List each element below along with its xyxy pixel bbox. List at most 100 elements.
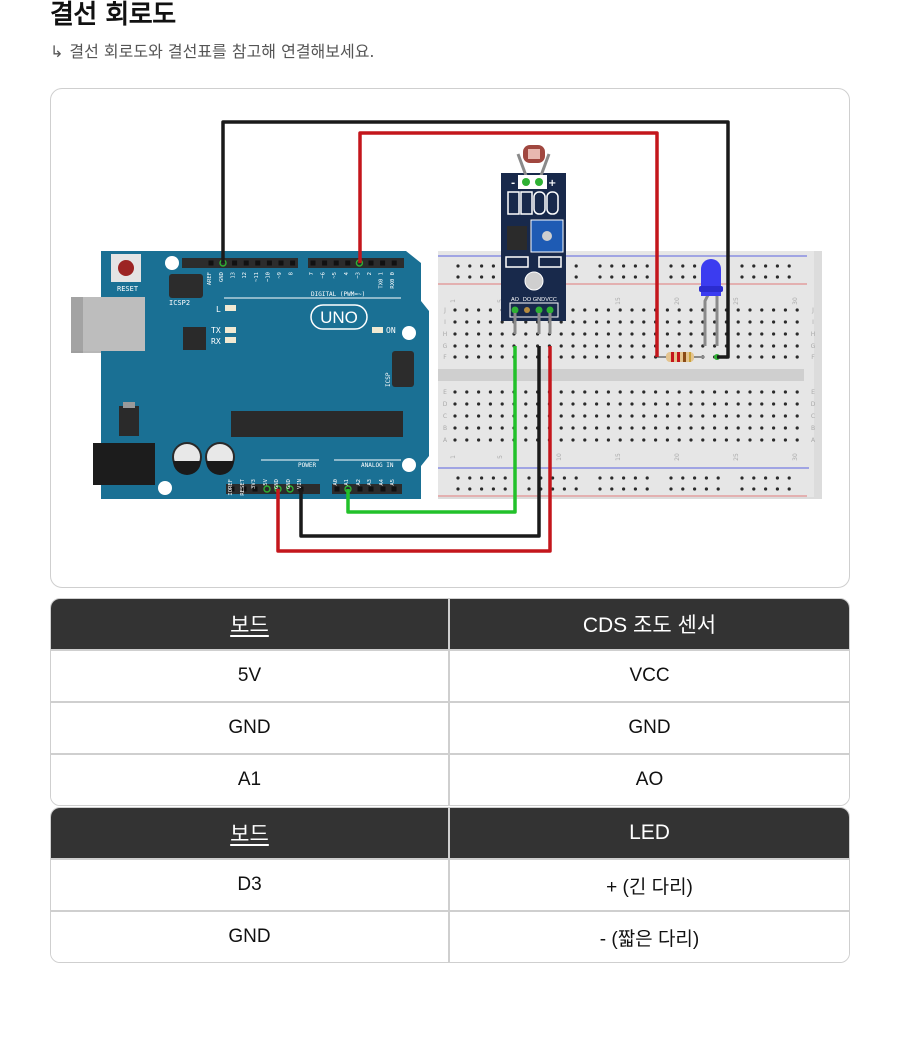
breadboard-hole <box>618 426 622 430</box>
breadboard-hole <box>760 355 764 359</box>
breadboard-hole <box>713 414 717 418</box>
wire-red-d3-resistor <box>358 131 659 357</box>
power-jack <box>93 443 155 485</box>
breadboard-hole <box>583 402 587 406</box>
pin-label: 7 <box>309 272 315 275</box>
analog-label: ANALOG IN <box>361 462 394 469</box>
breadboard-hole <box>477 426 481 430</box>
breadboard-hole <box>453 402 457 406</box>
breadboard-hole <box>595 414 599 418</box>
breadboard-hole <box>500 426 504 430</box>
breadboard-hole <box>453 308 457 312</box>
breadboard-hole <box>606 355 611 359</box>
breadboard-hole <box>783 414 788 418</box>
wire-black-gnd-led <box>221 120 730 359</box>
column-number: 25 <box>733 297 740 305</box>
cell-board-pin: GND <box>51 701 450 753</box>
icsp-label: ICSP <box>385 372 392 387</box>
breadboard-hole <box>740 264 744 268</box>
pin-connected-indicator <box>263 485 271 493</box>
smd-pad <box>505 256 529 268</box>
breadboard-hole <box>480 264 484 268</box>
breadboard-hole <box>488 332 492 336</box>
breadboard-hole <box>642 332 646 336</box>
breadboard-hole <box>689 320 693 324</box>
table-row: GND GND <box>51 701 849 753</box>
photoresistor-face <box>528 149 540 159</box>
led-base <box>699 286 723 292</box>
breadboard-hole <box>465 355 469 359</box>
resistor-band <box>683 352 686 362</box>
sensor-pin-do <box>524 307 530 313</box>
cell-led-pin: - (짧은 다리) <box>450 910 849 962</box>
breadboard-hole <box>551 487 555 491</box>
table-header-row: 보드 LED <box>51 808 849 858</box>
smd-pad <box>533 191 546 215</box>
breadboard-hole <box>491 275 495 279</box>
breadboard-hole <box>468 487 472 491</box>
cell-board-pin: D3 <box>51 858 450 910</box>
breadboard-hole <box>783 308 788 312</box>
row-letter: I <box>812 319 814 326</box>
breadboard-hole <box>669 275 673 279</box>
breadboard-hole <box>701 390 705 394</box>
uno-logo-frame <box>310 304 368 330</box>
sensor-header-outline <box>509 302 559 318</box>
breadboard-hole <box>783 344 788 348</box>
pin-label: 5V <box>263 478 269 485</box>
breadboard-hole <box>665 308 670 312</box>
column-number: 20 <box>674 453 681 461</box>
breadboard-hole <box>775 476 780 480</box>
breadboard-hole <box>787 487 791 491</box>
header-pin <box>333 260 339 266</box>
pin-label: GND <box>219 272 225 282</box>
breadboard-hole <box>500 320 504 324</box>
pin-label: ~9 <box>277 272 283 279</box>
breadboard-hole <box>645 476 649 480</box>
header-pin <box>255 260 261 266</box>
breadboard-hole <box>642 320 646 324</box>
breadboard-hole <box>465 402 469 406</box>
breadboard-hole <box>606 426 611 430</box>
pin-label: A1 <box>344 479 350 486</box>
breadboard-hole <box>630 402 634 406</box>
breadboard-hole <box>598 275 602 279</box>
breadboard-hole <box>748 320 752 324</box>
header-pin <box>310 260 316 266</box>
breadboard-hole <box>736 390 740 394</box>
breadboard-hole <box>748 390 752 394</box>
breadboard-hole <box>724 390 729 394</box>
breadboard-hole <box>583 320 587 324</box>
breadboard-hole <box>701 426 705 430</box>
breadboard-hole <box>681 487 685 491</box>
breadboard-hole <box>724 426 729 430</box>
breadboard-hole <box>795 320 799 324</box>
breadboard-hole <box>595 390 599 394</box>
breadboard-hole <box>665 414 670 418</box>
breadboard-hole <box>606 320 611 324</box>
column-number: 5 <box>497 299 504 303</box>
row-letter: J <box>443 307 446 314</box>
breadboard-channel <box>438 369 804 381</box>
breadboard-hole <box>795 308 799 312</box>
resistor-band <box>671 352 674 362</box>
breadboard-hole <box>795 438 799 442</box>
header-pin <box>391 260 397 266</box>
row-letter: J <box>811 307 814 314</box>
breadboard-hole <box>654 426 658 430</box>
breadboard-hole <box>606 438 611 442</box>
breadboard-hole <box>748 438 752 442</box>
breadboard-hole <box>453 390 457 394</box>
breadboard-hole <box>772 332 776 336</box>
row-letter: C <box>811 413 815 420</box>
breadboard-hole <box>665 332 670 336</box>
breadboard-hole <box>645 487 649 491</box>
pin-label: TX0 1 <box>379 272 385 289</box>
breadboard-hole <box>713 390 717 394</box>
breadboard-hole <box>760 414 764 418</box>
potentiometer-knob <box>542 231 552 241</box>
pin-label: ~3 <box>355 272 361 279</box>
breadboard-hole <box>764 275 768 279</box>
breadboard-hole <box>689 308 693 312</box>
pin-label: 3V3 <box>251 479 257 489</box>
